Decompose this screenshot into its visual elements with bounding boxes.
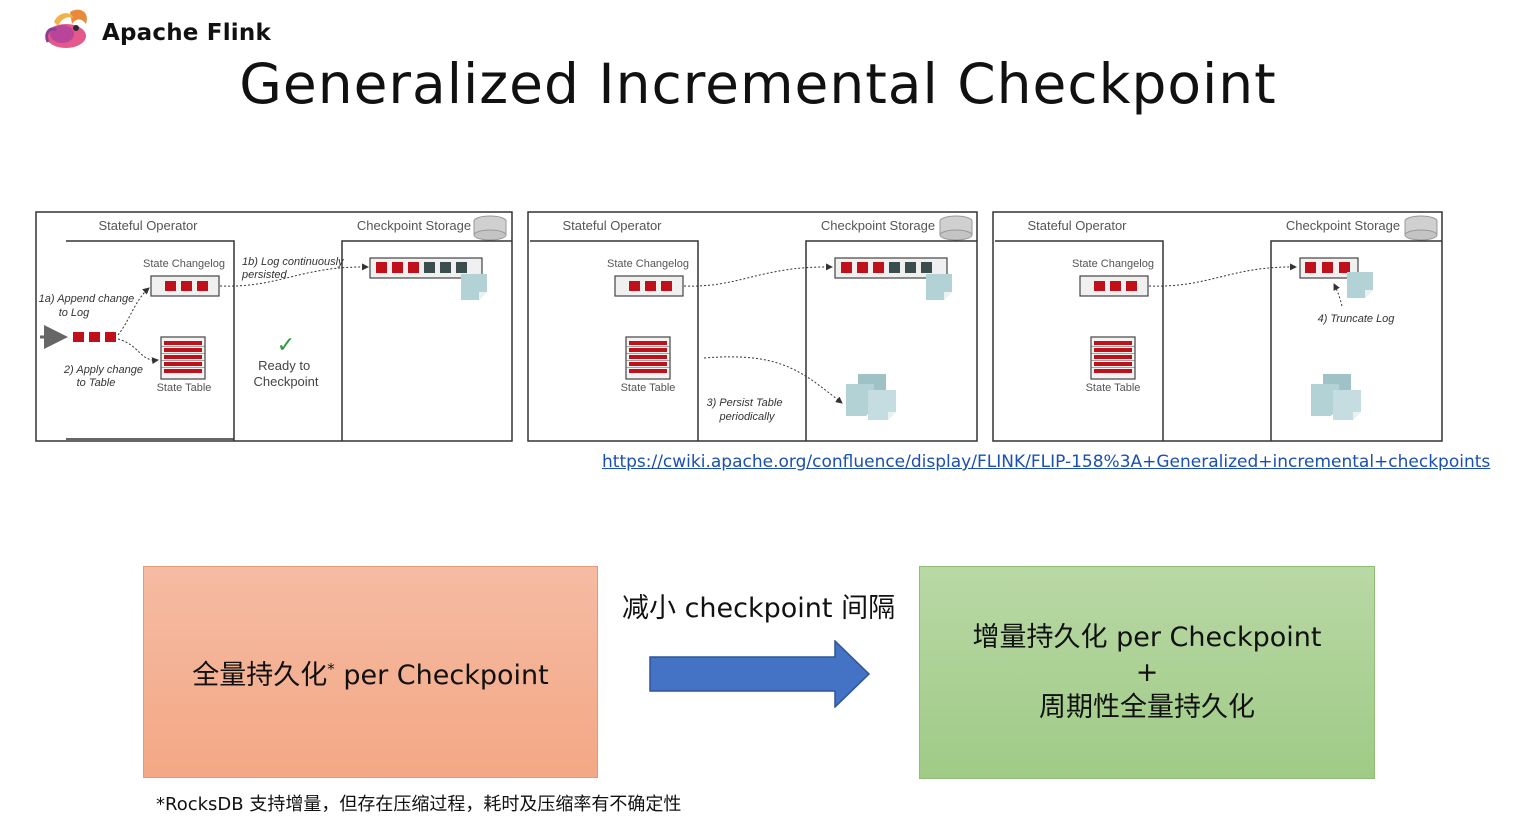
- incremental-line-3: 周期性全量持久化: [1039, 692, 1255, 723]
- ready-check-icon: ✓: [277, 332, 295, 357]
- panel-2-operator-label: Stateful Operator: [563, 218, 663, 233]
- state-changelog: [1079, 275, 1149, 297]
- panel-2-table-label: State Table: [621, 382, 676, 394]
- state-table: [160, 336, 206, 380]
- full-persistence-text: 全量持久化* per Checkpoint: [192, 659, 549, 691]
- panel-3-storage-label: Checkpoint Storage: [1286, 218, 1400, 233]
- step-log-2: persisted: [241, 269, 288, 281]
- incremental-line-1: 增量持久化 per Checkpoint: [972, 622, 1322, 653]
- panel-1-table-label: State Table: [157, 382, 212, 394]
- page-title: Generalized Incremental Checkpoint: [239, 52, 1277, 116]
- svg-text:1a) Append change to Log: 1a) Append change to Log: [39, 293, 138, 319]
- storage-db-icon: [939, 215, 973, 241]
- panel-1: Stateful Operator Checkpoint Storage Sta…: [35, 211, 513, 442]
- panel-1-storage-label: Checkpoint Storage: [357, 218, 471, 233]
- stored-log: [834, 257, 948, 279]
- svg-text:1b) Log continuously per: 1b) Log continuously persisted: [241, 256, 347, 281]
- flip-158-link[interactable]: https://cwiki.apache.org/confluence/disp…: [602, 452, 1491, 472]
- apache-flink-logo: [45, 9, 87, 48]
- step-persist-1: 3) Persist Table: [706, 397, 782, 409]
- footnote: *RocksDB 支持增量，但存在压缩过程，耗时及压缩率有不确定性: [156, 794, 682, 815]
- incremental-persistence-box: 增量持久化 per Checkpoint + 周期性全量持久化: [919, 566, 1375, 779]
- state-table: [625, 336, 671, 380]
- step-append-1: 1a) Append change: [39, 293, 135, 305]
- storage-db-icon: [1404, 215, 1438, 241]
- panel-3-changelog-label: State Changelog: [1072, 258, 1154, 270]
- step-log-1: 1b) Log continuously: [242, 256, 345, 268]
- svg-text:3) Persist Table periodi: 3) Persist Table periodically: [706, 397, 785, 423]
- panel-2-storage-label: Checkpoint Storage: [821, 218, 935, 233]
- right-arrow-icon: [649, 640, 871, 708]
- step-truncate: 4) Truncate Log: [1318, 313, 1396, 325]
- svg-text:2) Apply change to Table: 2) Apply change to Table: [63, 364, 146, 389]
- panel-3-table-label: State Table: [1086, 382, 1141, 394]
- reduce-interval-label: 减小 checkpoint 间隔: [622, 593, 896, 624]
- ready-text-2: Checkpoint: [253, 374, 318, 389]
- stored-log: [369, 257, 483, 279]
- step-append-2: to Log: [59, 307, 90, 319]
- panel-2-changelog-label: State Changelog: [607, 258, 689, 270]
- panel-1-changelog-label: State Changelog: [143, 258, 225, 270]
- ready-text-1: Ready to: [258, 358, 310, 373]
- svg-text:Ready to Checkpoint: Ready to Checkpoint: [253, 358, 318, 389]
- incremental-line-2: +: [1135, 657, 1159, 688]
- panel-2: Stateful Operator Checkpoint Storage Sta…: [527, 211, 978, 442]
- footnote-marker: *: [327, 659, 335, 678]
- panel-3: Stateful Operator Checkpoint Storage Sta…: [992, 211, 1443, 442]
- step-apply-1: 2) Apply change: [63, 364, 143, 376]
- state-table: [1090, 336, 1136, 380]
- panel-1-operator-label: Stateful Operator: [99, 218, 199, 233]
- state-changelog: [614, 275, 684, 297]
- storage-db-icon: [473, 215, 507, 241]
- panel-3-operator-label: Stateful Operator: [1028, 218, 1128, 233]
- brand-name: Apache Flink: [102, 20, 271, 46]
- step-apply-2: to Table: [77, 377, 116, 389]
- full-persistence-box: 全量持久化* per Checkpoint: [143, 566, 598, 778]
- step-persist-2: periodically: [718, 411, 776, 423]
- state-changelog: [150, 275, 220, 297]
- stored-log: [1299, 257, 1359, 279]
